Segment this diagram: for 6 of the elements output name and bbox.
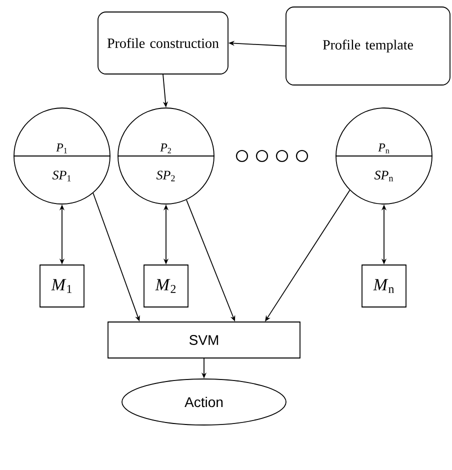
process-box: Profile construction (98, 12, 228, 74)
process-box: Profile template (286, 6, 450, 86)
model-box: M$_{n}$ (362, 264, 406, 308)
classifier-box: SVM (108, 322, 300, 358)
model-box: M$_{1}$ (40, 264, 84, 308)
model-box: M$_{2}$ (144, 264, 188, 308)
